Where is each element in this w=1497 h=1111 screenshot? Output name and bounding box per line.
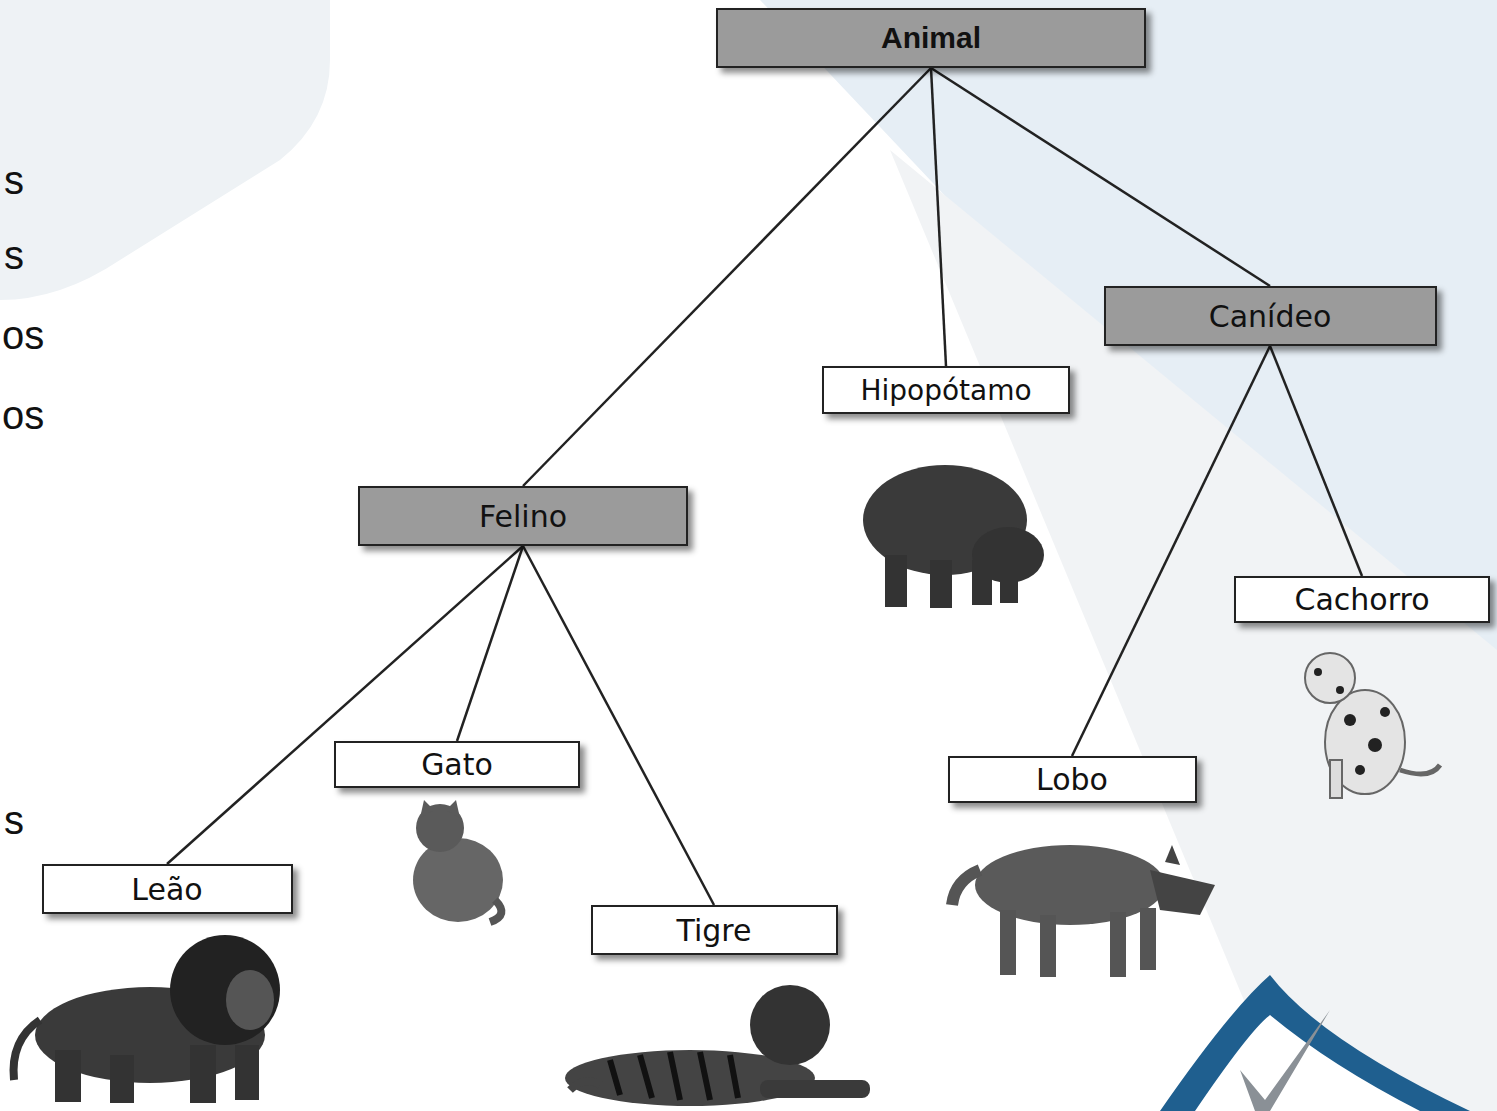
- animal-box: Cachorro: [1234, 576, 1490, 623]
- text-fragment: s: [4, 235, 24, 275]
- text-fragment: s: [4, 800, 24, 840]
- tree-line: [457, 546, 523, 741]
- background-shape: [890, 150, 1497, 1111]
- cat-picture: [413, 800, 503, 922]
- logo-check: [1240, 1010, 1330, 1111]
- category-box: Felino: [358, 486, 688, 546]
- animal-box: Tigre: [591, 905, 838, 955]
- tree-line: [931, 68, 1270, 286]
- tree-line: [523, 68, 931, 486]
- category-box: Canídeo: [1104, 286, 1437, 346]
- logo-arc: [1195, 1015, 1420, 1111]
- wolf-picture: [952, 845, 1215, 977]
- node-label: Animal: [881, 21, 981, 55]
- background-shape: [0, 0, 330, 300]
- tree-line: [523, 546, 714, 905]
- tree-line: [931, 68, 946, 366]
- node-label: Cachorro: [1294, 582, 1429, 617]
- logo-arc: [1160, 975, 1470, 1111]
- animal-box: Lobo: [948, 756, 1197, 803]
- tree-line: [167, 546, 523, 864]
- animal-box: Leão: [42, 864, 293, 914]
- node-label: Lobo: [1036, 762, 1108, 797]
- node-label: Hipopótamo: [860, 374, 1031, 407]
- text-fragment: os: [2, 395, 44, 435]
- animal-box: Hipopótamo: [822, 366, 1070, 414]
- node-label: Tigre: [677, 913, 752, 948]
- lion-picture: [14, 935, 280, 1103]
- root-box: Animal: [716, 8, 1146, 68]
- animal-box: Gato: [334, 741, 580, 788]
- text-fragment: os: [2, 315, 44, 355]
- node-label: Felino: [479, 499, 567, 534]
- hippo-picture: [863, 465, 1044, 608]
- node-label: Gato: [421, 747, 493, 782]
- tree-line: [1270, 346, 1362, 576]
- tiger-picture: [565, 985, 870, 1106]
- tree-line: [1072, 346, 1270, 756]
- node-label: Leão: [131, 872, 202, 907]
- text-fragment: s: [4, 160, 24, 200]
- node-label: Canídeo: [1209, 299, 1332, 334]
- dog-picture: [1305, 653, 1440, 798]
